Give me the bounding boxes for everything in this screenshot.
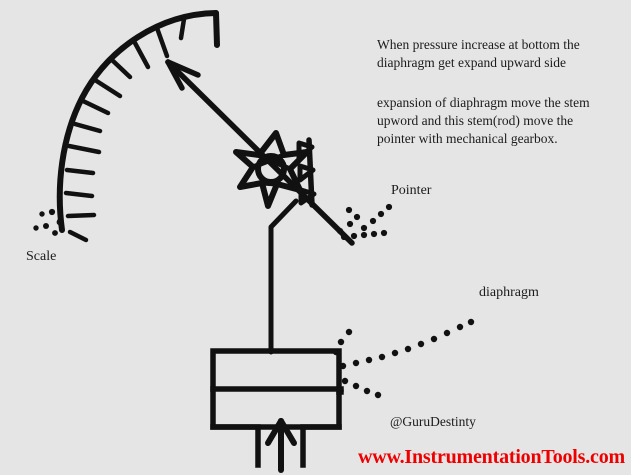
stem-rod [268,198,299,355]
gearbox-pinion [296,137,317,208]
scale-leader-dots [33,208,64,236]
label-scale: Scale [26,249,57,264]
site-watermark: www.InstrumentationTools.com [357,446,625,468]
scale-arc [56,10,220,233]
pointer-leader-dots [336,203,393,241]
mechanical-gearbox-gear [233,130,310,209]
note-expansion-stem: expansion of diaphragm move the stem upw… [377,95,590,146]
note-pressure-increase: When pressure increase at bottom the dia… [377,37,580,70]
pressure-inlet-arrow [265,418,297,473]
label-pointer: Pointer [391,183,432,198]
label-diaphragm: diaphragm [479,285,539,300]
diaphragm-leader-dots [332,318,475,399]
bottom-flange [210,424,342,468]
scale-tick-marks [63,16,187,243]
label-author-credit: @GuruDestinty [390,414,476,429]
